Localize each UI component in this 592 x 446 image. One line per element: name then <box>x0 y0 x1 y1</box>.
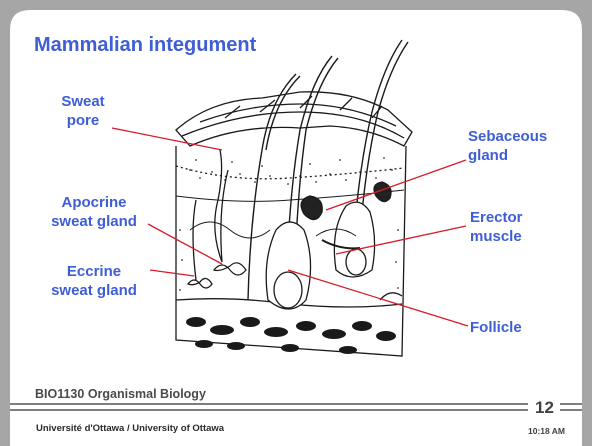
label-sebaceous-line2: gland <box>468 146 576 165</box>
slide-title: Mammalian integument <box>34 34 256 57</box>
label-eccrine-line2: sweat gland <box>32 281 156 300</box>
university-name: Université d'Ottawa / University of Otta… <box>36 423 224 434</box>
label-sweat-pore: Sweat pore <box>50 92 116 130</box>
label-erector-muscle: Erector muscle <box>470 208 550 246</box>
course-name: BIO1130 Organismal Biology <box>35 387 206 401</box>
label-erector-line2: muscle <box>470 227 550 246</box>
page-number: 12 <box>535 398 554 418</box>
label-sebaceous-gland: Sebaceous gland <box>468 127 576 165</box>
follicles-and-glands <box>188 150 402 309</box>
label-sweat-pore-line2: pore <box>50 111 116 130</box>
label-apocrine-sweat-gland: Apocrine sweat gland <box>32 193 156 231</box>
subcutaneous-fat <box>186 317 396 354</box>
slide-time: 10:18 AM <box>528 426 565 436</box>
label-erector-line1: Erector <box>470 208 550 227</box>
label-eccrine-sweat-gland: Eccrine sweat gland <box>32 262 156 300</box>
label-eccrine-line1: Eccrine <box>32 262 156 281</box>
label-sebaceous-line1: Sebaceous <box>468 127 576 146</box>
label-follicle: Follicle <box>470 318 522 337</box>
label-apocrine-line1: Apocrine <box>32 193 156 212</box>
label-apocrine-line2: sweat gland <box>32 212 156 231</box>
label-sweat-pore-line1: Sweat <box>50 92 116 111</box>
